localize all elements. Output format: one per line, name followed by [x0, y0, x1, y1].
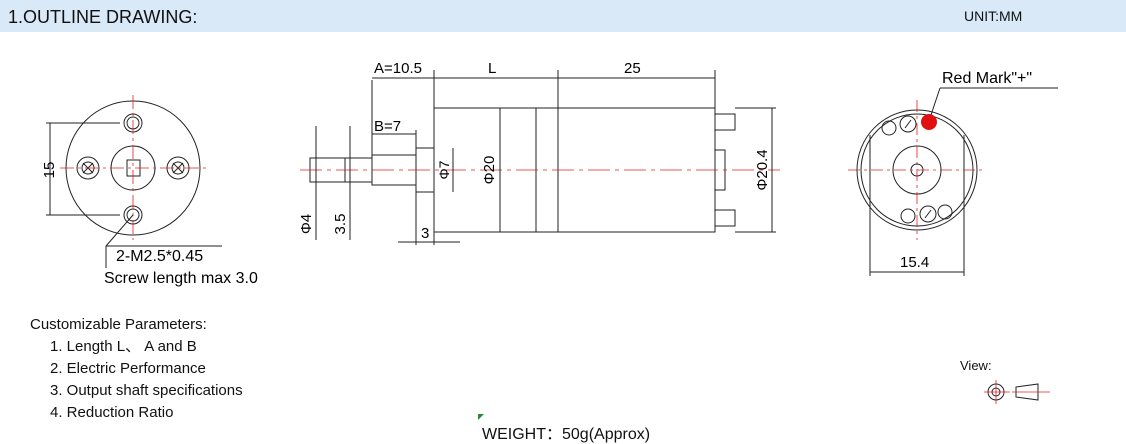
section-header: 1.OUTLINE DRAWING: UNIT:MM: [0, 0, 1126, 32]
param-item: 1. Length L、 A and B: [50, 338, 197, 355]
front-height-dim: 15: [41, 162, 58, 179]
customizable-parameters: Customizable Parameters: 1. Length L、 A …: [30, 314, 243, 424]
view-label: View:: [960, 358, 992, 373]
param-item: 2. Electric Performance: [50, 360, 206, 377]
param-item: 3. Output shaft specifications: [50, 382, 243, 399]
dim-a: A=10.5: [374, 60, 422, 77]
weight-label: WEIGHT：50g(Approx): [482, 426, 651, 443]
screw-spec-label: 2-M2.5*0.45: [116, 248, 203, 265]
rear-width-dim: 15.4: [900, 254, 929, 271]
unit-label: UNIT:MM: [964, 8, 1023, 24]
projection-symbol-icon: [984, 380, 1050, 404]
screw-length-label: Screw length max 3.0: [104, 270, 258, 287]
red-mark-dot: [921, 114, 937, 130]
front-view: [46, 95, 222, 268]
section-title: 1.OUTLINE DRAWING:: [8, 7, 198, 27]
dim-phi7: Φ7: [436, 160, 452, 179]
dim-flat: 3.5: [332, 214, 349, 235]
param-item: 4. Reduction Ratio: [50, 404, 174, 421]
side-view: [300, 70, 780, 245]
red-mark-label: Red Mark"+": [942, 70, 1032, 87]
dim-motor-length: 25: [624, 60, 641, 77]
params-heading: Customizable Parameters:: [30, 316, 207, 333]
dim-phi4: Φ4: [298, 214, 315, 234]
dim-phi20: Φ20: [481, 156, 498, 185]
dim-l: L: [488, 60, 496, 77]
rear-view: [848, 87, 1058, 276]
dim-phi20-4: Φ20.4: [754, 149, 771, 190]
weight-marker-icon: [478, 414, 484, 420]
dim-b: B=7: [374, 118, 401, 135]
dim-three: 3: [421, 225, 429, 242]
